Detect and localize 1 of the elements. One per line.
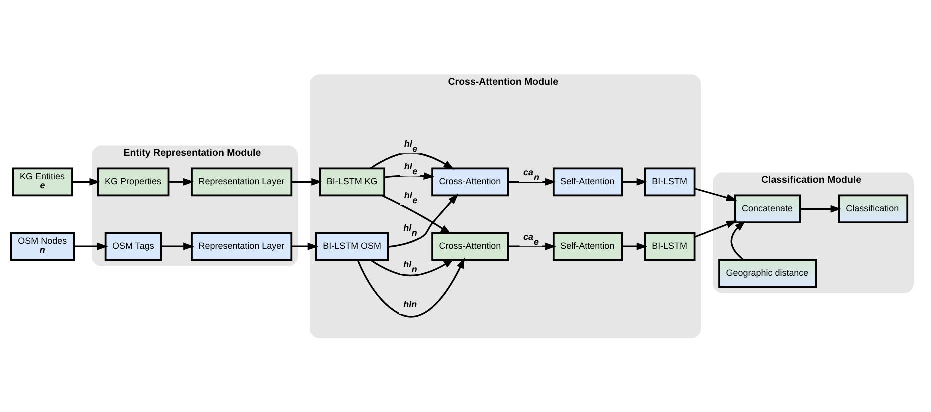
edge-label: hln	[404, 298, 418, 309]
